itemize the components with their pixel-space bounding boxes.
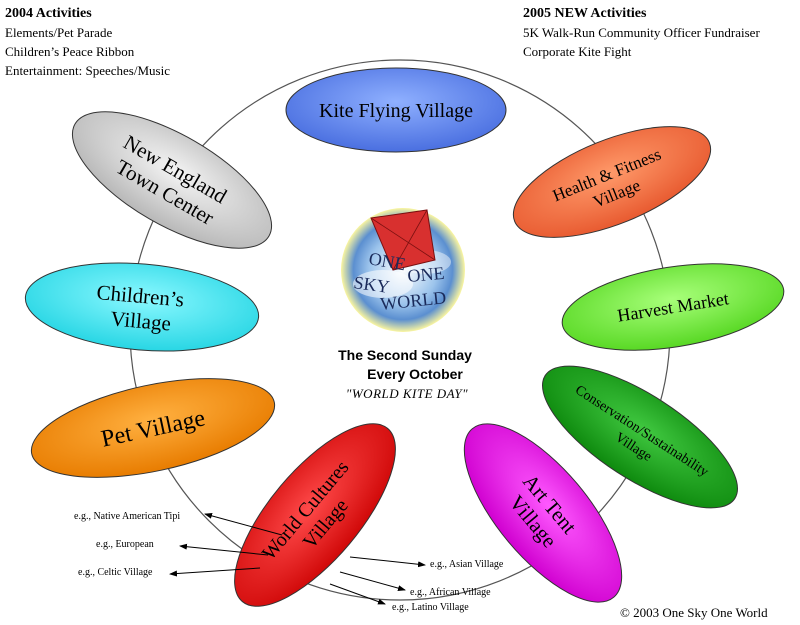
example-label-european: e.g., European [96, 539, 154, 550]
example-label-asian: e.g., Asian Village [430, 559, 504, 570]
village-ellipse [234, 423, 396, 607]
activities-2005-heading: 2005 NEW Activities [523, 6, 647, 21]
village-ellipse [285, 67, 507, 153]
village-art-tent[interactable]: Art Tent Village [438, 400, 648, 625]
village-health-fitness[interactable]: Health & Fitness Village [499, 104, 725, 261]
logo-word-one-2: ONE [407, 263, 446, 286]
example-label-latino: e.g., Latino Village [392, 602, 469, 613]
example-arrow-asian [349, 556, 426, 568]
village-label-line: Village [110, 306, 172, 335]
activities-2004: 2004 Activities Elements/Pet Parade Chil… [5, 4, 170, 80]
center-tagline: "WORLD KITE DAY" [345, 386, 469, 401]
example-label-african: e.g., African Village [410, 587, 491, 598]
village-label: Kite Flying Village [319, 100, 473, 122]
activities-2005-item: 5K Walk-Run Community Officer Fundraiser [523, 25, 760, 40]
center-line-1: The Second Sunday [338, 347, 472, 363]
kite-icon-spar [370, 217, 436, 261]
activities-2004-item: Elements/Pet Parade [5, 25, 113, 40]
village-pet[interactable]: Pet Village [23, 360, 283, 496]
activities-2005: 2005 NEW Activities 5K Walk-Run Communit… [523, 4, 760, 61]
kite-icon-spar [392, 209, 428, 271]
example-arrow-native-american [204, 512, 283, 536]
village-label-line: Kite Flying Village [319, 100, 473, 122]
village-ellipse [463, 423, 623, 603]
example-label-native-american: e.g., Native American Tipi [74, 511, 181, 522]
activities-2004-item: Children’s Peace Ribbon [5, 44, 135, 59]
center-line-2: Every October [367, 366, 463, 382]
one-sky-one-world-logo: ONE SKY ONE WORLD [341, 208, 465, 332]
village-childrens[interactable]: Children’s Village [22, 254, 263, 360]
example-arrow-celtic [169, 567, 261, 577]
village-ellipse [24, 262, 260, 352]
village-harvest-market[interactable]: Harvest Market [556, 250, 790, 364]
village-new-england[interactable]: New England Town Center [53, 85, 292, 275]
example-arrow-latino [329, 583, 386, 605]
activities-2004-heading: 2004 Activities [5, 6, 92, 21]
village-ellipse [71, 111, 273, 249]
village-ellipse [542, 365, 738, 509]
activities-2005-item: Corporate Kite Fight [523, 44, 632, 59]
village-kite-flying[interactable]: Kite Flying Village [285, 67, 507, 153]
example-label-celtic: e.g., Celtic Village [78, 567, 153, 578]
activities-2004-item: Entertainment: Speeches/Music [5, 63, 170, 78]
logo-cloud [353, 270, 413, 298]
logo-word-sky: SKY [352, 272, 390, 297]
example-arrow-african [339, 571, 406, 592]
copyright-notice: © 2003 One Sky One World [620, 605, 768, 620]
logo-globe [341, 208, 465, 332]
village-ellipse [30, 378, 276, 478]
village-ellipse [561, 263, 785, 351]
example-arrow-european [179, 543, 269, 556]
